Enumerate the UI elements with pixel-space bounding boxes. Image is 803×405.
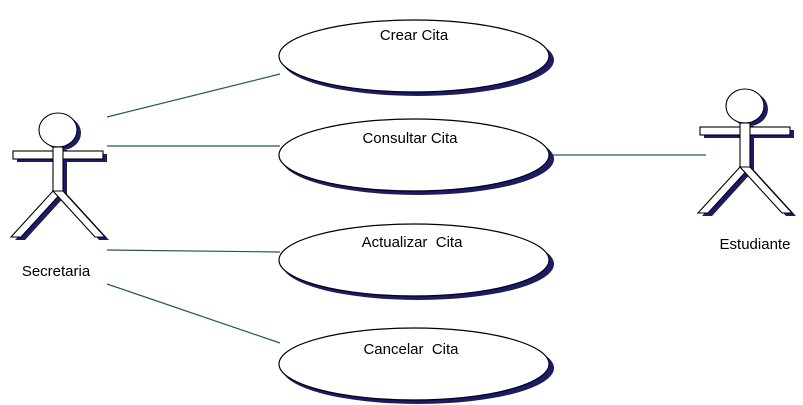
actor-body [696, 88, 794, 214]
use-case-label: Actualizar Cita [362, 234, 464, 251]
use-case-ellipse [278, 327, 550, 401]
association-secretaria-cancelar-cita [106, 283, 281, 344]
actor-figure-icon [9, 112, 109, 240]
use-case-consultar-cita[interactable]: Consultar Cita [278, 118, 554, 195]
use-case-label: Cancelar Cita [363, 341, 459, 358]
actor-estudiante[interactable]: Estudiante [696, 88, 796, 253]
association-secretaria-crear-cita [106, 73, 281, 118]
use-case-ellipse [278, 223, 550, 297]
use-case-label: Crear Cita [380, 27, 449, 44]
use-case-crear-cita[interactable]: Crear Cita [278, 19, 554, 96]
actor-secretaria[interactable]: Secretaria [9, 112, 109, 280]
actor-label: Estudiante [720, 236, 791, 253]
use-case-ellipse [278, 19, 550, 93]
use-case-ellipse [278, 118, 550, 192]
associations [106, 73, 706, 344]
use-case-cancelar-cita[interactable]: Cancelar Cita [278, 327, 554, 404]
actor-label: Secretaria [22, 263, 91, 280]
association-secretaria-actualizar-cita [106, 249, 281, 253]
actor-body [9, 112, 107, 238]
use-case-label: Consultar Cita [362, 130, 458, 147]
actor-figure-icon [696, 88, 796, 216]
use-case-actualizar-cita[interactable]: Actualizar Cita [278, 223, 554, 300]
